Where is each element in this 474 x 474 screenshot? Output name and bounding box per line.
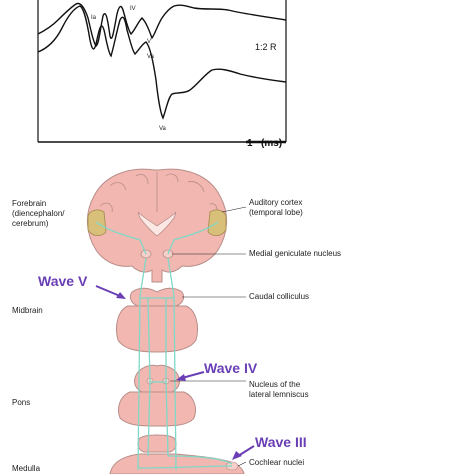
peak-label-ia: Ia — [91, 15, 97, 21]
peak-label-iv: IV — [130, 6, 136, 12]
label-auditory-cortex: Auditory cortex — [249, 198, 303, 207]
label-forebrain: Forebrain — [12, 199, 47, 208]
pathway-thalamus-to-midbrain-right — [167, 257, 177, 471]
lateral-ventricles — [137, 211, 177, 237]
midbrain-body — [115, 305, 199, 353]
label-forebrain-sub2: cerebrum) — [12, 219, 49, 228]
pons-upper — [134, 364, 180, 393]
pathway-cortex-right — [167, 221, 219, 255]
label-auditory-cortex-sub: (temporal lobe) — [249, 208, 303, 217]
trace-ratio-label: 1:2 R — [255, 42, 277, 52]
abr-trace-lower — [37, 5, 287, 120]
label-lateral-lemniscus-2: lateral lemniscus — [249, 390, 309, 399]
midbrain-section — [115, 287, 199, 353]
auditory-pathway-lines — [95, 221, 233, 471]
forebrain-section — [87, 168, 227, 283]
label-wave-iii: Wave III — [255, 434, 307, 450]
leader-lines — [170, 206, 247, 467]
medulla-section — [109, 434, 245, 474]
medulla-upper — [137, 434, 177, 453]
forebrain-gyri — [99, 172, 218, 215]
leader-auditory-cortex — [221, 206, 247, 213]
peak-label-va-upper: Va — [147, 54, 155, 60]
label-cochlear-nuclei: Cochlear nuclei — [249, 458, 305, 467]
label-mgn: Medial geniculate nucleus — [249, 249, 342, 258]
wave-iii-arrowhead — [232, 451, 242, 460]
label-wave-iv: Wave IV — [204, 360, 258, 376]
wave-arrows — [95, 285, 255, 460]
wave-v-arrow-shaft — [95, 285, 121, 297]
leader-cochlear-nuclei — [237, 461, 247, 467]
peak-label-v: V — [147, 39, 151, 45]
label-caudal-colliculus: Caudal colliculus — [249, 292, 310, 301]
label-wave-v: Wave V — [38, 273, 88, 289]
wave-iv-arrow-shaft — [181, 371, 205, 379]
pathway-thalamus-to-midbrain-left — [137, 257, 147, 471]
wave-iii-arrow-shaft — [237, 445, 255, 457]
label-medulla: Medulla — [12, 464, 41, 473]
label-lateral-lemniscus-1: Nucleus of the — [249, 380, 301, 389]
wave-iv-arrowhead — [176, 374, 186, 381]
medulla-body — [109, 453, 245, 474]
abr-trace-upper — [37, 2, 287, 47]
label-pons: Pons — [12, 398, 31, 407]
time-unit-label: (ms) — [261, 138, 282, 149]
pathway-medulla-loop — [167, 455, 233, 465]
pathway-medulla-to-cochlear — [137, 465, 233, 469]
pons-section — [117, 364, 197, 427]
caudal-colliculus-shape — [129, 287, 185, 307]
abr-waveform-panel: Ia IV V Va Va 1:2 R 1 (ms) — [37, 0, 287, 149]
label-midbrain: Midbrain — [12, 306, 43, 315]
brain-diagram — [87, 168, 255, 474]
pons-body — [117, 391, 197, 427]
peak-label-va-lower: Va — [159, 126, 167, 132]
wave-v-arrowhead — [116, 292, 126, 299]
pathway-cortex-left — [95, 221, 147, 255]
label-forebrain-sub1: (diencephalon/ — [12, 209, 65, 218]
time-scale-label: 1 — [247, 138, 253, 149]
